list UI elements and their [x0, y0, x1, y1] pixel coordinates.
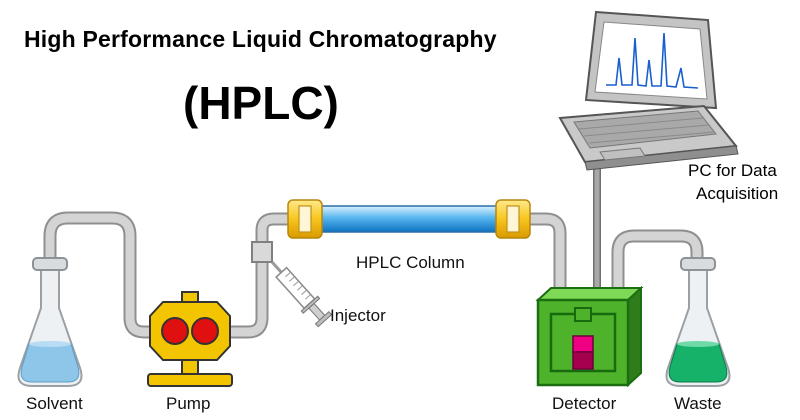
- detector-cell-upper: [572, 335, 594, 353]
- waste-liquid-surface: [677, 341, 719, 347]
- solvent-flask: [17, 257, 83, 387]
- pump-body: [149, 301, 231, 361]
- column-fitting-right-slot: [506, 205, 520, 233]
- laptop-key-rows: [578, 117, 715, 144]
- syringe-thumb-rest: [314, 311, 333, 328]
- hplc-column-label: HPLC Column: [356, 253, 465, 272]
- syringe: [270, 260, 333, 328]
- column-tube: [299, 205, 519, 233]
- injector-port: [251, 241, 273, 263]
- tube-injector-to-column-fill: [257, 214, 292, 246]
- pump-roller-left: [161, 317, 189, 345]
- waste-label: Waste: [674, 394, 722, 413]
- solvent-liquid-surface: [29, 341, 71, 347]
- laptop-front-edge: [584, 145, 739, 171]
- detector-top-face: [535, 287, 644, 301]
- syringe-barrel: [275, 266, 316, 310]
- hplc-column: [287, 199, 531, 239]
- pc-label-line1: PC for Data: [688, 161, 777, 180]
- pump: [147, 291, 233, 387]
- laptop-touchpad: [599, 147, 646, 161]
- detector-label: Detector: [552, 394, 617, 413]
- chromatogram-trace: [606, 32, 699, 89]
- waste-flask: [665, 257, 731, 387]
- pc-label-line2: Acquisition: [696, 183, 779, 203]
- column-fitting-left-slot: [298, 205, 312, 233]
- diagram-subtitle: (HPLC): [183, 77, 339, 129]
- detector-port-tab: [574, 307, 592, 322]
- laptop: [558, 10, 739, 171]
- tube-column-to-detector-fill: [528, 214, 565, 302]
- injector-label: Injector: [330, 306, 386, 325]
- solvent-flask-rim: [32, 257, 68, 271]
- laptop-screen: [594, 21, 708, 100]
- waste-flask-rim: [680, 257, 716, 271]
- syringe-graduations: [285, 271, 311, 300]
- pc-label: PC for Data Acquisition: [688, 160, 778, 206]
- tubing: [43, 211, 704, 339]
- detector-side-face: [627, 285, 642, 388]
- pump-base: [147, 373, 233, 387]
- tube-solvent-to-injector-fill: [45, 213, 267, 337]
- waste-liquid: [668, 343, 728, 383]
- detector: [535, 285, 644, 388]
- pump-label: Pump: [166, 394, 211, 413]
- solvent-liquid: [20, 343, 80, 383]
- injector: [251, 241, 333, 328]
- pump-roller-right: [191, 317, 219, 345]
- syringe-needle: [270, 260, 283, 274]
- solvent-label: Solvent: [26, 394, 83, 413]
- tube-detector-to-waste-fill: [613, 231, 702, 302]
- diagram-title: High Performance Liquid Chromatography: [24, 26, 497, 52]
- detector-cell-lower: [572, 351, 594, 370]
